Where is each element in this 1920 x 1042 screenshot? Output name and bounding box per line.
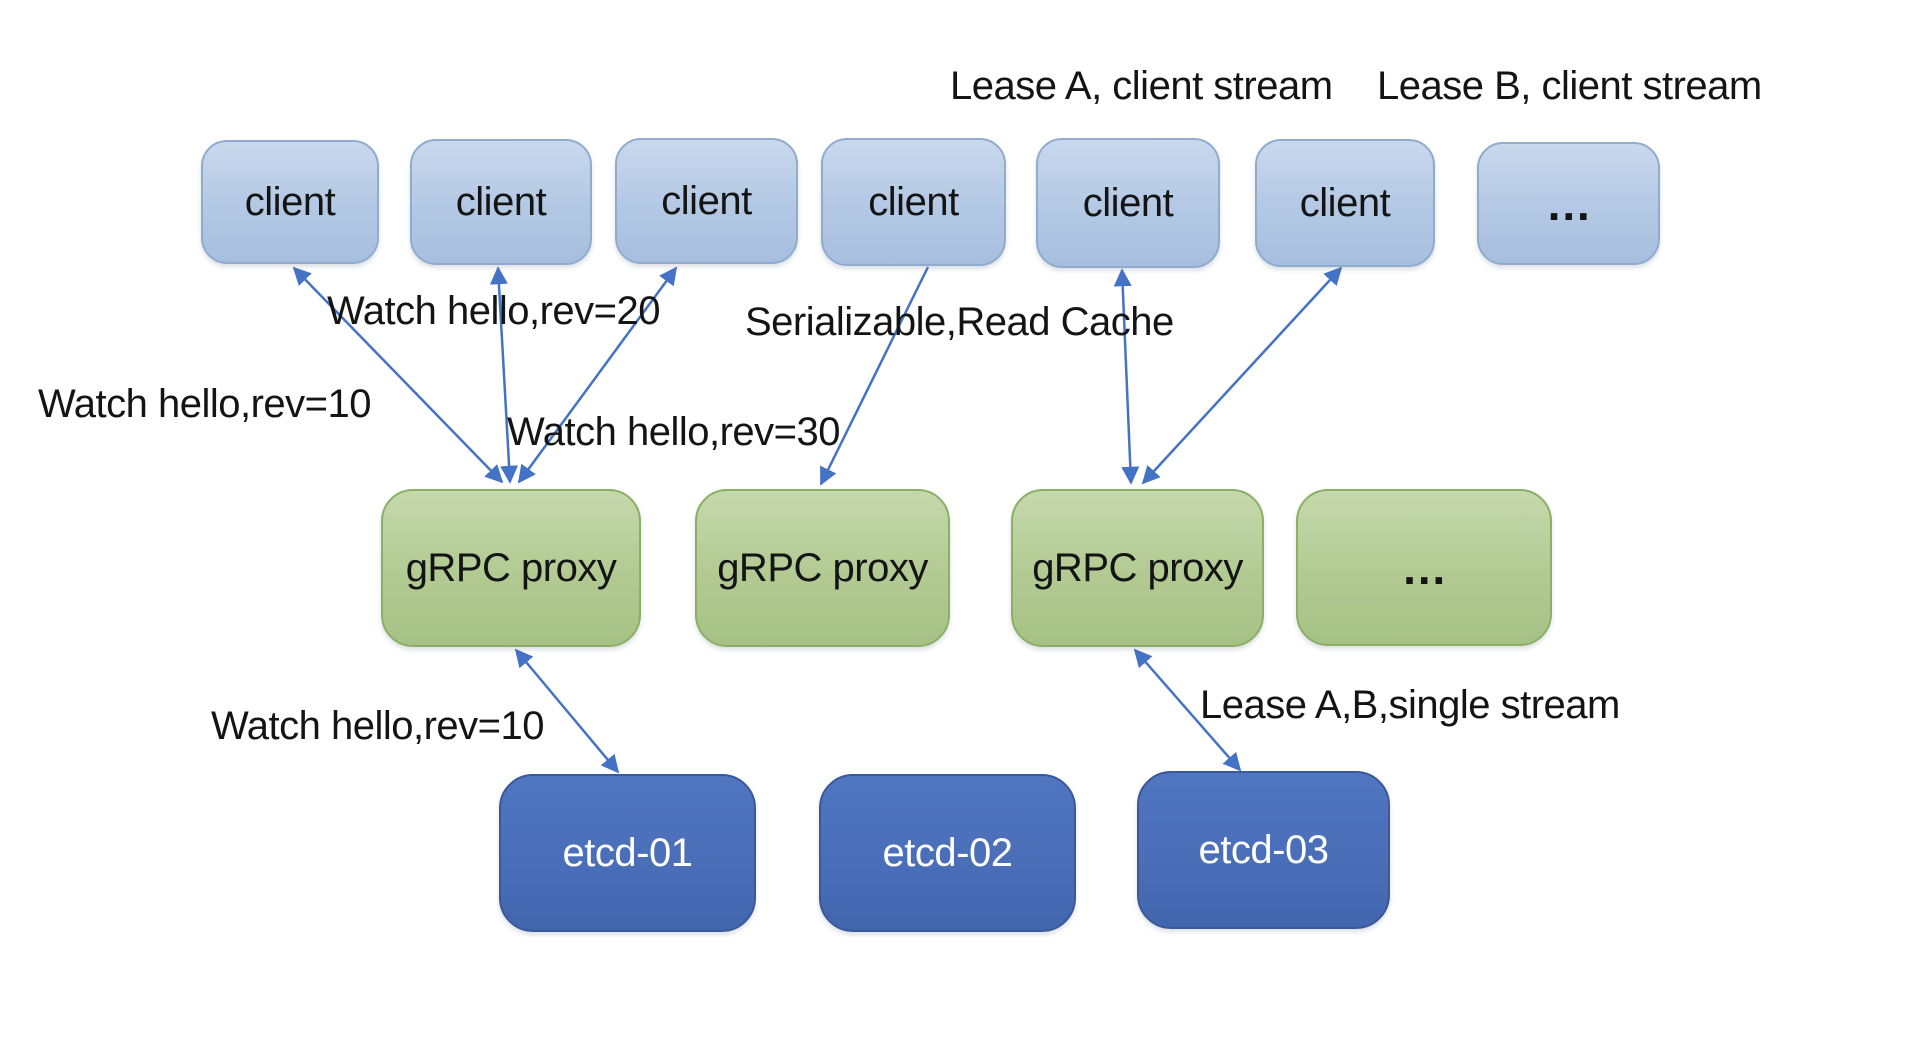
grpc-proxy-2-box: gRPC proxy bbox=[695, 489, 950, 647]
etcd-02-label: etcd-02 bbox=[882, 830, 1013, 875]
label-lease-a-client-stream: Lease A, client stream bbox=[950, 64, 1333, 108]
etcd-01-label: etcd-01 bbox=[562, 830, 693, 875]
label-watch-hello-rev20: Watch hello,rev=20 bbox=[327, 289, 661, 333]
grpc-proxy-2-label: gRPC proxy bbox=[717, 545, 928, 590]
grpc-proxy-1-box: gRPC proxy bbox=[381, 489, 641, 647]
client-more-label: … bbox=[1545, 177, 1592, 230]
etcd-03-label: etcd-03 bbox=[1198, 827, 1329, 872]
client-6-label: client bbox=[1299, 180, 1391, 225]
client-4-label: client bbox=[868, 179, 959, 224]
client-2-box: client bbox=[410, 139, 592, 265]
label-lease-ab-single-stream: Lease A,B,single stream bbox=[1200, 683, 1620, 727]
client-4-box: client bbox=[821, 138, 1006, 266]
client-5-box: client bbox=[1036, 138, 1220, 268]
grpc-proxy-3-label: gRPC proxy bbox=[1032, 545, 1243, 590]
etcd-01-box: etcd-01 bbox=[499, 774, 756, 932]
grpc-proxy-more-box: … bbox=[1296, 489, 1552, 646]
client-1-label: client bbox=[244, 179, 336, 224]
client-more-box: … bbox=[1477, 142, 1660, 265]
grpc-proxy-3-box: gRPC proxy bbox=[1011, 489, 1264, 647]
label-watch-hello-rev10-top: Watch hello,rev=10 bbox=[38, 382, 372, 426]
client-3-label: client bbox=[661, 178, 752, 223]
client-2-label: client bbox=[455, 179, 547, 224]
client-3-box: client bbox=[615, 138, 798, 264]
etcd-02-box: etcd-02 bbox=[819, 774, 1076, 932]
client-1-box: client bbox=[201, 140, 379, 264]
label-watch-hello-rev30: Watch hello,rev=30 bbox=[507, 410, 841, 454]
client-6-box: client bbox=[1255, 139, 1435, 267]
label-lease-b-client-stream: Lease B, client stream bbox=[1377, 64, 1762, 108]
client-5-label: client bbox=[1082, 180, 1174, 225]
label-watch-hello-rev10-bottom: Watch hello,rev=10 bbox=[211, 704, 545, 748]
etcd-03-box: etcd-03 bbox=[1137, 771, 1390, 929]
grpc-proxy-1-label: gRPC proxy bbox=[405, 545, 617, 590]
label-serializable-read-cache: Serializable,Read Cache bbox=[745, 300, 1174, 344]
grpc-proxy-more-label: … bbox=[1401, 541, 1447, 594]
